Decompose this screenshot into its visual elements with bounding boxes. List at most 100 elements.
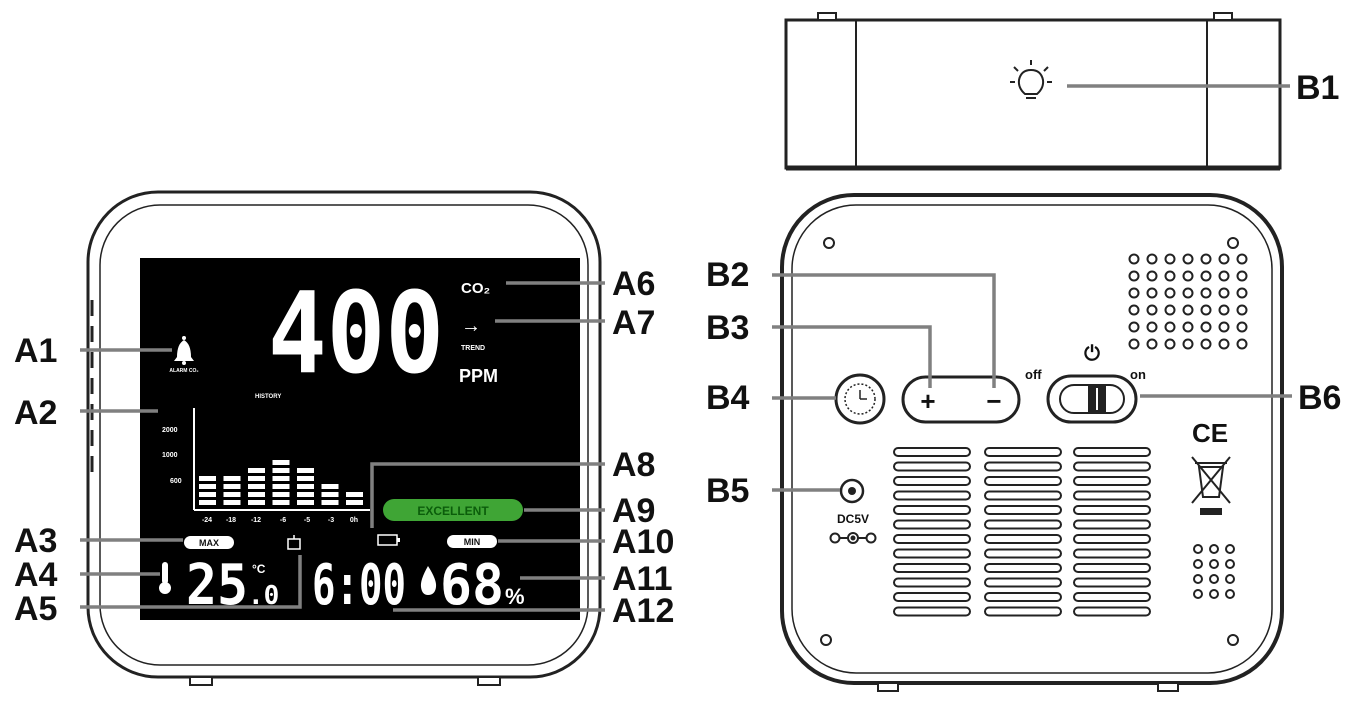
callout-b3: B3 bbox=[706, 309, 749, 347]
switch-off-label: off bbox=[1025, 367, 1042, 382]
history-bar-segment bbox=[297, 476, 314, 481]
leader-lines bbox=[80, 84, 1292, 612]
vent-slot bbox=[984, 548, 1062, 559]
callout-a11: A11 bbox=[612, 560, 673, 598]
small-vent-grille bbox=[1193, 544, 1235, 599]
vent-slot bbox=[893, 447, 971, 457]
vent-hole bbox=[1193, 559, 1203, 569]
vent-slot bbox=[893, 476, 971, 486]
history-bar-segment bbox=[223, 484, 241, 489]
vent-slot bbox=[893, 519, 971, 530]
polarity-icon bbox=[829, 532, 877, 544]
vent-hole bbox=[1225, 559, 1235, 569]
callout-a4: A4 bbox=[14, 556, 58, 594]
vent-hole bbox=[1225, 574, 1235, 584]
callout-b2: B2 bbox=[706, 256, 749, 294]
speaker-hole bbox=[1164, 270, 1176, 282]
screw-icon bbox=[1227, 237, 1239, 249]
vent-slot bbox=[893, 505, 971, 515]
alarm-bell-icon bbox=[174, 336, 194, 365]
speaker-hole bbox=[1236, 321, 1248, 333]
speaker-hole bbox=[1164, 338, 1176, 350]
callout-a10: A10 bbox=[612, 523, 674, 561]
screw-icon bbox=[820, 634, 832, 646]
history-bar-segment bbox=[199, 476, 216, 481]
vent-slot bbox=[984, 534, 1062, 544]
clock-button[interactable] bbox=[834, 373, 886, 425]
speaker-hole bbox=[1182, 270, 1194, 282]
vent-slot bbox=[1073, 476, 1151, 486]
vent-slot bbox=[984, 447, 1062, 457]
vent-slot bbox=[1073, 534, 1151, 544]
vent-slot bbox=[893, 461, 971, 472]
minus-button[interactable]: − bbox=[986, 386, 1001, 416]
history-bar-segment bbox=[272, 468, 290, 473]
vent-hole bbox=[1225, 589, 1235, 599]
vent-slot bbox=[893, 534, 971, 544]
vent-slot bbox=[1073, 563, 1151, 573]
dc-power-jack[interactable] bbox=[839, 478, 865, 504]
vent-slot bbox=[893, 577, 971, 588]
vent-slot bbox=[1073, 577, 1151, 588]
speaker-hole bbox=[1128, 304, 1140, 316]
callout-a8: A8 bbox=[612, 446, 655, 484]
speaker-hole bbox=[1200, 287, 1212, 299]
history-bar-segment bbox=[321, 484, 339, 489]
unit-label: PPM bbox=[459, 366, 498, 386]
speaker-hole bbox=[1164, 287, 1176, 299]
history-bar-segment bbox=[346, 492, 363, 497]
front-view: 400 CO₂ → TREND PPM ALARM CO₂ HISTORY 20… bbox=[86, 190, 602, 686]
speaker-hole bbox=[1128, 338, 1140, 350]
switch-on-label: on bbox=[1130, 367, 1146, 382]
speaker-hole bbox=[1128, 270, 1140, 282]
vent-hole bbox=[1193, 589, 1203, 599]
ce-mark-icon: CE bbox=[1192, 418, 1228, 448]
history-bar-segment bbox=[272, 500, 290, 505]
history-bar-segment bbox=[297, 500, 314, 505]
callout-a3: A3 bbox=[14, 522, 57, 560]
speaker-hole bbox=[1146, 338, 1158, 350]
speaker-hole bbox=[1128, 321, 1140, 333]
vent-hole bbox=[1193, 574, 1203, 584]
x-tick: -24 bbox=[202, 517, 212, 524]
x-tick: -5 bbox=[304, 517, 310, 524]
callout-a5: A5 bbox=[14, 590, 57, 628]
y-tick: 1000 bbox=[162, 452, 178, 459]
plus-button[interactable]: + bbox=[920, 386, 935, 416]
y-tick: 600 bbox=[170, 478, 182, 485]
speaker-hole bbox=[1218, 253, 1230, 265]
callout-a1: A1 bbox=[14, 332, 57, 370]
power-switch[interactable] bbox=[1046, 374, 1138, 424]
history-chart: 2000 1000 600 -24 -18 -12 -6 -5 -3 0h bbox=[162, 408, 370, 524]
speaker-hole bbox=[1164, 321, 1176, 333]
x-tick: -6 bbox=[280, 517, 286, 524]
history-bar-segment bbox=[321, 492, 339, 497]
callout-labels: A1 A2 A3 A4 A5 A6 A7 A8 A9 A10 A11 A12 B… bbox=[14, 69, 1341, 630]
speaker-hole bbox=[1146, 253, 1158, 265]
front-housing-inner-edge bbox=[99, 204, 589, 666]
vent-slot bbox=[1073, 519, 1151, 530]
history-bar-segment bbox=[223, 500, 241, 505]
speaker-hole bbox=[1236, 270, 1248, 282]
max-badge bbox=[184, 536, 234, 549]
humidity-drop-icon bbox=[420, 566, 437, 595]
history-bar-segment bbox=[248, 476, 265, 481]
trend-arrow: → bbox=[461, 315, 481, 337]
speaker-hole bbox=[1128, 253, 1140, 265]
speaker-hole bbox=[1200, 270, 1212, 282]
speaker-hole bbox=[1218, 321, 1230, 333]
history-label: HISTORY bbox=[255, 394, 281, 400]
vent-slot bbox=[984, 577, 1062, 588]
callout-a6: A6 bbox=[612, 265, 655, 303]
speaker-hole bbox=[1146, 287, 1158, 299]
history-bar-segment bbox=[248, 468, 265, 473]
vent-slot bbox=[893, 606, 971, 617]
max-label: MAX bbox=[199, 538, 219, 548]
battery-icon bbox=[377, 534, 400, 546]
vent-slot bbox=[893, 563, 971, 573]
history-bar-segment bbox=[223, 492, 241, 497]
plus-minus-button bbox=[901, 375, 1021, 424]
light-button-icon[interactable] bbox=[1010, 60, 1052, 99]
speaker-hole bbox=[1218, 338, 1230, 350]
